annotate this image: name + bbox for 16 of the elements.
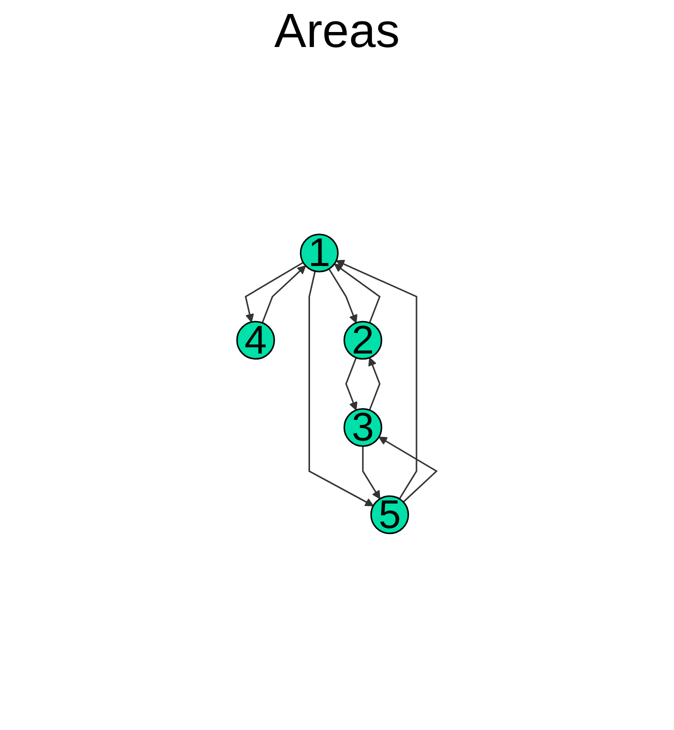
arrow: [368, 357, 381, 411]
arrow: [245, 262, 304, 323]
diagram-title: Areas: [273, 4, 401, 59]
arrow: [378, 436, 438, 503]
node-circle: 5: [370, 496, 410, 534]
arrow: [308, 271, 374, 506]
node-circle: 1: [300, 234, 339, 272]
node-circle: 4: [236, 321, 276, 360]
arrow: [334, 264, 381, 324]
node-circle: 3: [344, 408, 382, 447]
arrow: [336, 260, 418, 500]
arrow: [346, 357, 358, 411]
arrow: [362, 446, 381, 500]
arrow: [262, 265, 306, 324]
node-circle: 2: [344, 321, 382, 360]
arrow: [328, 268, 358, 324]
